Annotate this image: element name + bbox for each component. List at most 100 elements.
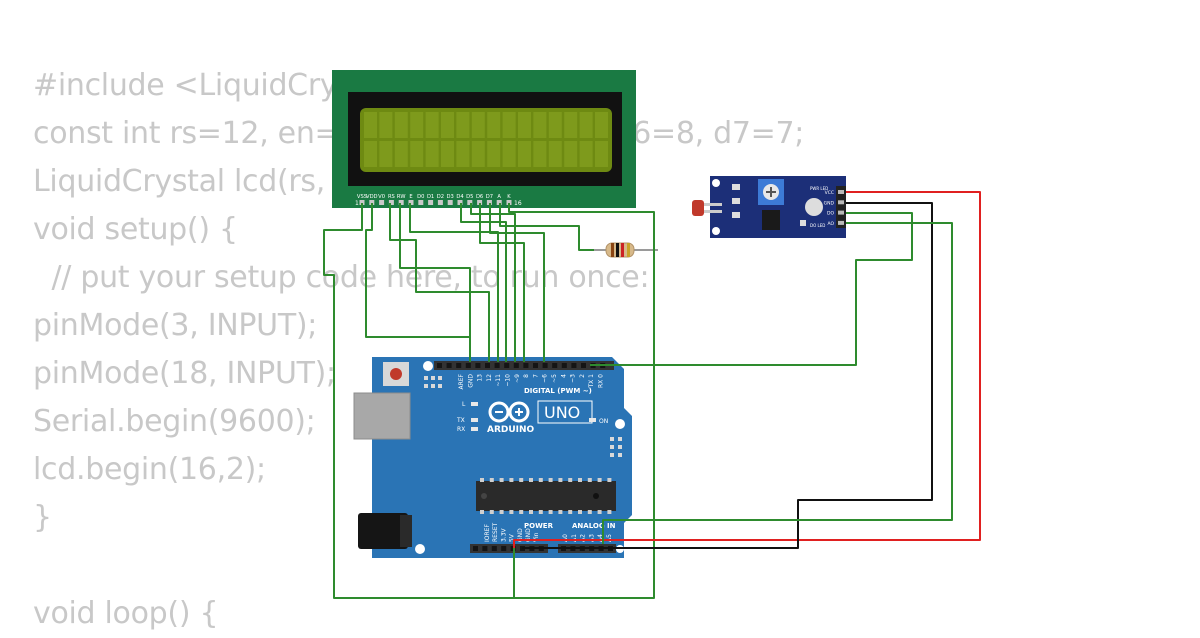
led-label-l: L [462, 401, 466, 408]
wire-lcd-d4 [460, 203, 507, 362]
lcd-char-cell [518, 141, 531, 167]
led-label-tx: TX [456, 417, 465, 424]
code-line: pinMode(3, INPUT); [33, 308, 318, 343]
lcd-pin [398, 200, 404, 205]
code-line: pinMode(18, INPUT); [33, 356, 336, 391]
arduino-pin-label: 2 [579, 374, 586, 378]
lcd-char-cell [487, 141, 501, 167]
arduino-uno-board: ARDUINO UNO L TX RX ON DIGITAL (PWM ~) P… [353, 357, 632, 558]
lcd-pin [457, 200, 463, 205]
wire-lcd-vdd [365, 203, 471, 362]
wire-lcd-cathode [508, 203, 655, 599]
lcd-char-cell [425, 112, 439, 138]
lcd-character-grid [364, 112, 608, 167]
lcd-char-cell [471, 141, 485, 167]
lcd-char-cell [410, 141, 424, 167]
arduino-pin-label: A3 [588, 534, 595, 542]
lcd-char-cell [456, 112, 470, 138]
lcd-char-cell [518, 112, 531, 138]
lcd-char-cell [548, 141, 562, 167]
lcd-char-cell [471, 112, 485, 138]
arduino-pin-label: 5V [509, 533, 516, 542]
lcd-pin-label: D6 [476, 194, 483, 200]
wires [323, 191, 981, 599]
wire-lcd-d5 [470, 203, 516, 362]
code-line: } [33, 500, 52, 535]
digital-header-label: DIGITAL (PWM ~) [524, 387, 592, 395]
sensor-led-do: DO LED [810, 223, 825, 228]
arduino-pin-label: 7 [532, 374, 539, 378]
arduino-pin-label: 13 [477, 374, 484, 382]
wire-lcd-rs [389, 203, 490, 362]
arduino-pin-label: ~11 [495, 374, 502, 387]
lcd-pin-label: RS [388, 194, 395, 200]
wire-sensor-ao [602, 222, 953, 544]
lcd-pin [388, 200, 394, 205]
led-label-on: ON [599, 418, 608, 425]
arduino-pin-label: ~5 [551, 374, 558, 383]
lcd-char-cell [502, 141, 516, 167]
lcd-char-cell [564, 112, 578, 138]
arduino-pin-label: TX 1 [588, 374, 595, 389]
wire-sensor-do [590, 212, 913, 366]
code-line: Serial.begin(9600); [33, 404, 316, 439]
code-line: // put your setup code here, to run once… [33, 260, 650, 295]
microcontroller-chip [476, 481, 616, 511]
lcd-pin [506, 200, 512, 205]
lcd-pin-label: VSS [357, 194, 367, 200]
lcd-char-cell [394, 141, 408, 167]
lcd-pin-first: 1 [355, 200, 359, 207]
sensor-pin-label: GND [824, 200, 835, 206]
power-led [805, 198, 823, 216]
arduino-pin-label: ~10 [505, 374, 512, 387]
sensor-led-pwr: PWR LED [810, 186, 828, 191]
lcd-char-cell [364, 112, 377, 138]
lcd-char-cell [595, 141, 608, 167]
arduino-pin-label: GND [517, 528, 524, 542]
lcd-char-cell [379, 141, 393, 167]
arduino-model: UNO [544, 403, 580, 422]
power-header-label: POWER [524, 522, 554, 530]
arduino-pin-label: Vin [533, 532, 540, 542]
lcd-pin-label: K [507, 194, 511, 200]
lcd-pin [418, 200, 424, 205]
lcd-pin [437, 200, 443, 205]
lcd-char-cell [579, 141, 593, 167]
resistor [594, 242, 658, 258]
arduino-pin-label: RX 0 [598, 374, 605, 388]
power-jack [358, 513, 408, 549]
sensor-pin [838, 200, 844, 205]
arduino-pin-label: 8 [523, 374, 530, 378]
lcd-pin [486, 200, 492, 205]
arduino-pin-label: ~9 [514, 374, 521, 383]
lcd-pin-label: D1 [427, 194, 434, 200]
lcd-pin [428, 200, 434, 205]
lcd-char-cell [595, 112, 608, 138]
comparator-chip [762, 210, 780, 230]
arduino-pin-label: A0 [562, 534, 569, 542]
lcd-char-cell [579, 112, 593, 138]
wire-sensor-vcc [513, 191, 981, 548]
sensor-pin-label: AO [827, 221, 834, 227]
sensor-pin-header: VCC GND DO AO [824, 186, 846, 228]
lcd-pin-label: D4 [456, 194, 464, 200]
lcd-pin-label: E [409, 194, 412, 200]
wire-sensor-gnd [522, 202, 933, 549]
lcd-pin-label: RW [397, 194, 406, 200]
arduino-pin-label: GND [467, 374, 474, 388]
sensor-pin [838, 210, 844, 215]
sensor-pin [838, 220, 844, 225]
arduino-brand: ARDUINO [487, 425, 535, 435]
lcd-char-cell [441, 112, 454, 138]
sensor-pin-label: VCC [825, 190, 834, 196]
lcd-pin [447, 200, 453, 205]
lcd-pin-label: V0 [378, 194, 385, 200]
sensor-pin-label: DO [827, 211, 834, 217]
lcd-pin-last: 16 [514, 200, 522, 207]
wire-lcd-e [409, 203, 499, 362]
